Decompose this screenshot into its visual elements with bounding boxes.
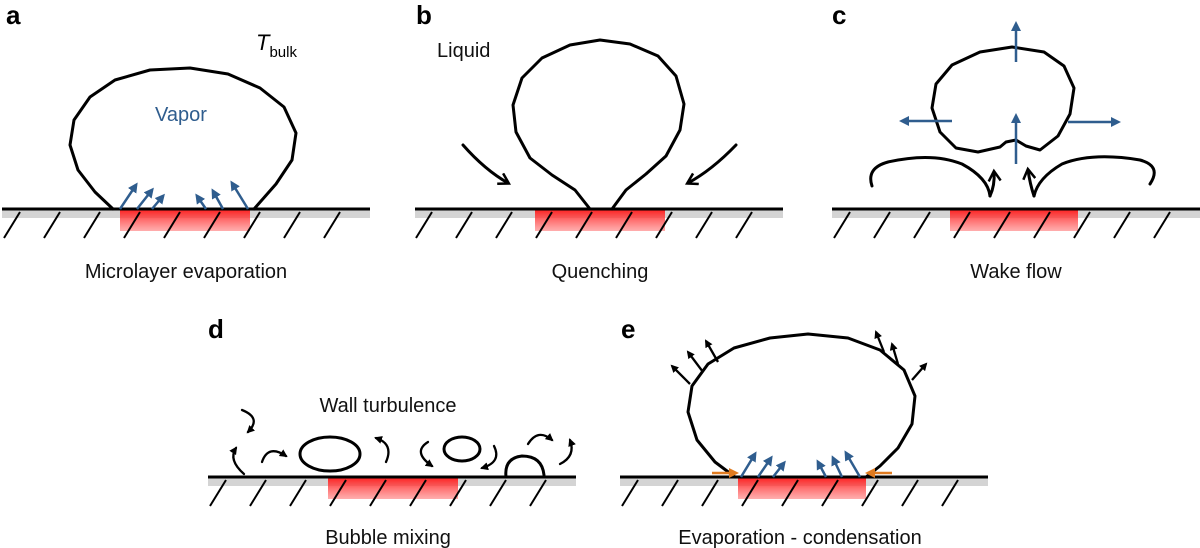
panel-a-caption: Microlayer evaporation bbox=[85, 261, 287, 283]
liquid-inflow-arrow-left bbox=[461, 143, 508, 183]
liquid-inflow-arrow-right bbox=[688, 143, 738, 183]
wall-hatching bbox=[3, 211, 341, 239]
wake-flow-right bbox=[1032, 155, 1156, 198]
vapor-label: Vapor bbox=[155, 104, 207, 126]
vapor-bubble bbox=[68, 66, 298, 211]
wake-flow-left-up bbox=[990, 172, 994, 198]
wall-turbulence-label: Wall turbulence bbox=[319, 395, 456, 417]
wall-hatching bbox=[415, 211, 753, 239]
panel-b: b Liquid Quenching bbox=[415, 0, 783, 283]
panel-a-letter: a bbox=[6, 0, 21, 30]
panel-e-letter: e bbox=[621, 314, 635, 344]
heater bbox=[328, 477, 458, 499]
panel-d: d Wall turbulence Bubbl bbox=[208, 314, 576, 548]
wake-flow-right-up bbox=[1028, 170, 1034, 198]
liquid-label: Liquid bbox=[437, 40, 490, 62]
small-bubble bbox=[442, 435, 482, 463]
evaporation-arrows bbox=[739, 450, 862, 478]
panel-d-letter: d bbox=[208, 314, 224, 344]
panel-c: c Wake flow bbox=[832, 0, 1200, 283]
panel-b-letter: b bbox=[416, 0, 432, 30]
panel-b-caption: Quenching bbox=[552, 261, 649, 283]
temperature-subscript: bulk bbox=[269, 44, 297, 61]
panel-d-caption: Bubble mixing bbox=[325, 527, 451, 548]
panel-e: e bbox=[620, 314, 988, 548]
heater bbox=[950, 209, 1078, 231]
small-bubble bbox=[504, 454, 546, 479]
panel-a: a Vapor Tbulk Mi bbox=[2, 0, 370, 283]
wake-flow-left bbox=[869, 155, 992, 198]
panel-c-letter: c bbox=[832, 0, 846, 30]
rising-bubble bbox=[930, 45, 1076, 154]
evaporation-arrows bbox=[118, 180, 250, 210]
temperature-label: Tbulk bbox=[256, 30, 297, 61]
wall-hatching bbox=[833, 211, 1171, 239]
panel-e-caption: Evaporation - condensation bbox=[678, 527, 922, 548]
wall-hatching bbox=[209, 479, 547, 507]
heater bbox=[738, 477, 866, 499]
departing-bubble bbox=[511, 38, 686, 211]
condensation-arrows bbox=[670, 330, 928, 385]
small-bubble bbox=[298, 435, 362, 473]
blue-expansion-arrows bbox=[899, 21, 1121, 164]
panel-c-caption: Wake flow bbox=[970, 261, 1062, 283]
turbulence-arrows bbox=[229, 408, 576, 476]
temperature-symbol: T bbox=[256, 30, 271, 55]
heater bbox=[535, 209, 665, 231]
growing-bubble bbox=[686, 332, 917, 479]
wall-hatching bbox=[621, 479, 959, 507]
